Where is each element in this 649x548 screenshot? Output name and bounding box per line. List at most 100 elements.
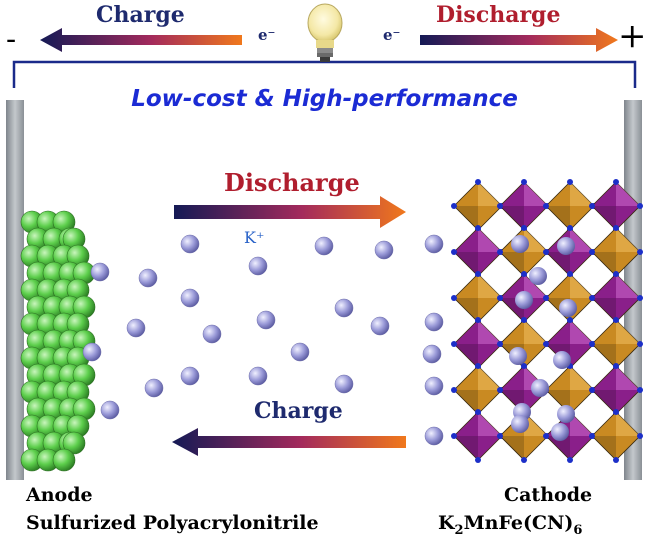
anode-sphere xyxy=(52,448,76,472)
cyanide-node xyxy=(589,203,595,209)
octahedron-shade xyxy=(478,366,502,390)
lattice-potassium-ion xyxy=(551,423,569,441)
potassium-ion xyxy=(290,342,310,362)
cyanide-node xyxy=(521,317,527,323)
potassium-ion xyxy=(424,376,444,396)
electrolyte-discharge-label: Discharge xyxy=(224,168,360,197)
potassium-ion xyxy=(256,310,276,330)
external-circuit-wire xyxy=(12,60,637,88)
potassium-ion xyxy=(126,318,146,338)
cyanide-node xyxy=(521,457,527,463)
cyanide-node xyxy=(451,433,457,439)
octahedron-shadow xyxy=(454,436,478,460)
octahedron xyxy=(589,179,643,233)
cyanide-node xyxy=(497,387,503,393)
octahedron xyxy=(451,225,505,279)
octahedron-shadow xyxy=(592,298,616,322)
octahedron-shadow xyxy=(592,436,616,460)
potassium-ion xyxy=(370,316,390,336)
octahedron xyxy=(497,179,551,233)
potassium-ion xyxy=(90,262,110,282)
octahedron-shade xyxy=(524,228,548,252)
electrolyte-charge-arrow xyxy=(172,428,406,456)
charge-electron-arrow xyxy=(40,28,242,52)
cyanide-node xyxy=(613,409,619,415)
formula-subscript-6: 6 xyxy=(573,522,583,538)
octahedron-shadow xyxy=(546,436,570,460)
cyanide-node xyxy=(543,433,549,439)
cyanide-node xyxy=(475,317,481,323)
potassium-ion xyxy=(138,268,158,288)
potassium-ion xyxy=(180,288,200,308)
lattice-potassium-ion xyxy=(509,347,527,365)
lattice-potassium-ion xyxy=(511,235,529,253)
cathode-crystal-lattice xyxy=(451,179,643,463)
cyanide-node xyxy=(451,295,457,301)
lattice-potassium-ion xyxy=(511,415,529,433)
octahedron-shadow xyxy=(454,344,478,368)
lattice-potassium-ion xyxy=(559,299,577,317)
cyanide-node xyxy=(613,271,619,277)
cyanide-node xyxy=(543,341,549,347)
cyanide-node xyxy=(589,433,595,439)
octahedron-shade xyxy=(570,228,594,252)
lattice-potassium-ion xyxy=(531,379,549,397)
cyanide-node xyxy=(475,225,481,231)
octahedron-shade xyxy=(616,182,640,206)
potassium-ion xyxy=(334,374,354,394)
potassium-ion xyxy=(314,236,334,256)
cyanide-node xyxy=(475,179,481,185)
octahedron-shadow xyxy=(500,436,524,460)
potassium-ion xyxy=(334,298,354,318)
cyanide-node xyxy=(497,203,503,209)
negative-terminal-sign: - xyxy=(6,22,17,57)
octahedron xyxy=(451,363,505,417)
octahedron-shade xyxy=(478,412,502,436)
potassium-ion xyxy=(424,234,444,254)
cyanide-node xyxy=(567,271,573,277)
octahedron-shade xyxy=(616,366,640,390)
potassium-ion-label: K⁺ xyxy=(244,228,265,247)
anode-label: Anode xyxy=(26,484,93,506)
octahedron-shadow xyxy=(500,252,524,276)
cyanide-node xyxy=(451,249,457,255)
anode-sphere xyxy=(62,431,86,455)
cyanide-node xyxy=(567,225,573,231)
lattice-potassium-ion xyxy=(557,405,575,423)
octahedron xyxy=(589,363,643,417)
octahedron-shade xyxy=(478,228,502,252)
cyanide-node xyxy=(637,433,643,439)
cyanide-node xyxy=(637,295,643,301)
octahedron-shadow xyxy=(500,206,524,230)
cyanide-node xyxy=(567,179,573,185)
octahedron-shadow xyxy=(592,390,616,414)
cyanide-node xyxy=(543,249,549,255)
cyanide-node xyxy=(589,387,595,393)
octahedron-shade xyxy=(570,274,594,298)
lattice-potassium-ion xyxy=(557,237,575,255)
octahedron-shadow xyxy=(454,252,478,276)
octahedron-shade xyxy=(524,182,548,206)
octahedron xyxy=(543,179,597,233)
potassium-ion xyxy=(180,234,200,254)
electron-label-left: e⁻ xyxy=(258,26,276,44)
octahedron-shadow xyxy=(454,298,478,322)
formula-subscript-2: 2 xyxy=(454,522,464,538)
electrolyte-charge-label: Charge xyxy=(254,398,343,424)
octahedron xyxy=(451,409,505,463)
cyanide-node xyxy=(613,179,619,185)
octahedron-shadow xyxy=(592,206,616,230)
cathode-material-label: K2MnFe(CN)6 xyxy=(438,512,582,538)
cyanide-node xyxy=(613,457,619,463)
headline: Low-cost & High-performance xyxy=(131,86,518,112)
octahedron-shade xyxy=(570,182,594,206)
potassium-ion xyxy=(82,342,102,362)
potassium-ion xyxy=(424,426,444,446)
cyanide-node xyxy=(637,341,643,347)
octahedron-shade xyxy=(478,320,502,344)
potassium-ion xyxy=(424,312,444,332)
potassium-ion xyxy=(422,344,442,364)
octahedron-shade xyxy=(616,412,640,436)
positive-terminal-sign: + xyxy=(618,16,647,56)
cyanide-node xyxy=(637,249,643,255)
